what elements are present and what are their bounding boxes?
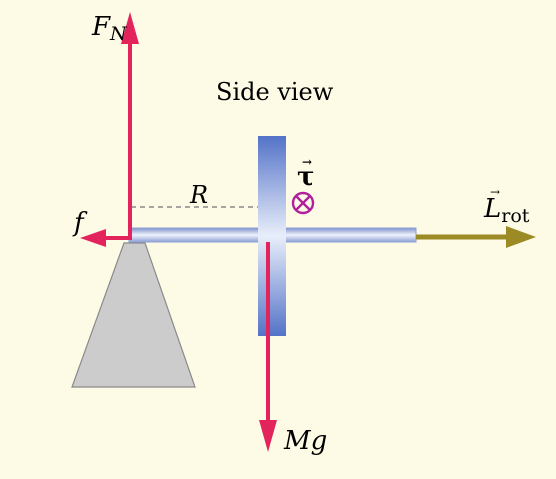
torque-into-page-icon [291,191,315,215]
normal-force-symbol: F [92,12,111,42]
pivot-support [71,242,196,388]
normal-force-label: FN [92,12,127,44]
weight-arrowhead [259,420,277,452]
angular-momentum-label: →Lrot [484,186,529,226]
friction-arrowhead [80,229,106,247]
angular-momentum-symbol: L [484,194,502,224]
friction-label: f [74,208,84,238]
torque-vector-arrow-icon: → [302,155,313,169]
flywheel-disk [258,136,286,336]
weight-label: Mg [284,426,328,456]
torque-symbol: τ [297,162,315,192]
angular-momentum-vector-arrow-icon: → [490,185,501,199]
angular-momentum-subscript: rot [501,205,530,227]
torque-label: →τ [297,156,315,192]
normal-force-subscript: N [110,23,127,45]
radius-label: R [190,181,209,209]
normal-force-arrowhead [121,12,139,44]
caption: Side view [216,78,334,106]
angular-momentum-arrowhead [506,226,536,248]
